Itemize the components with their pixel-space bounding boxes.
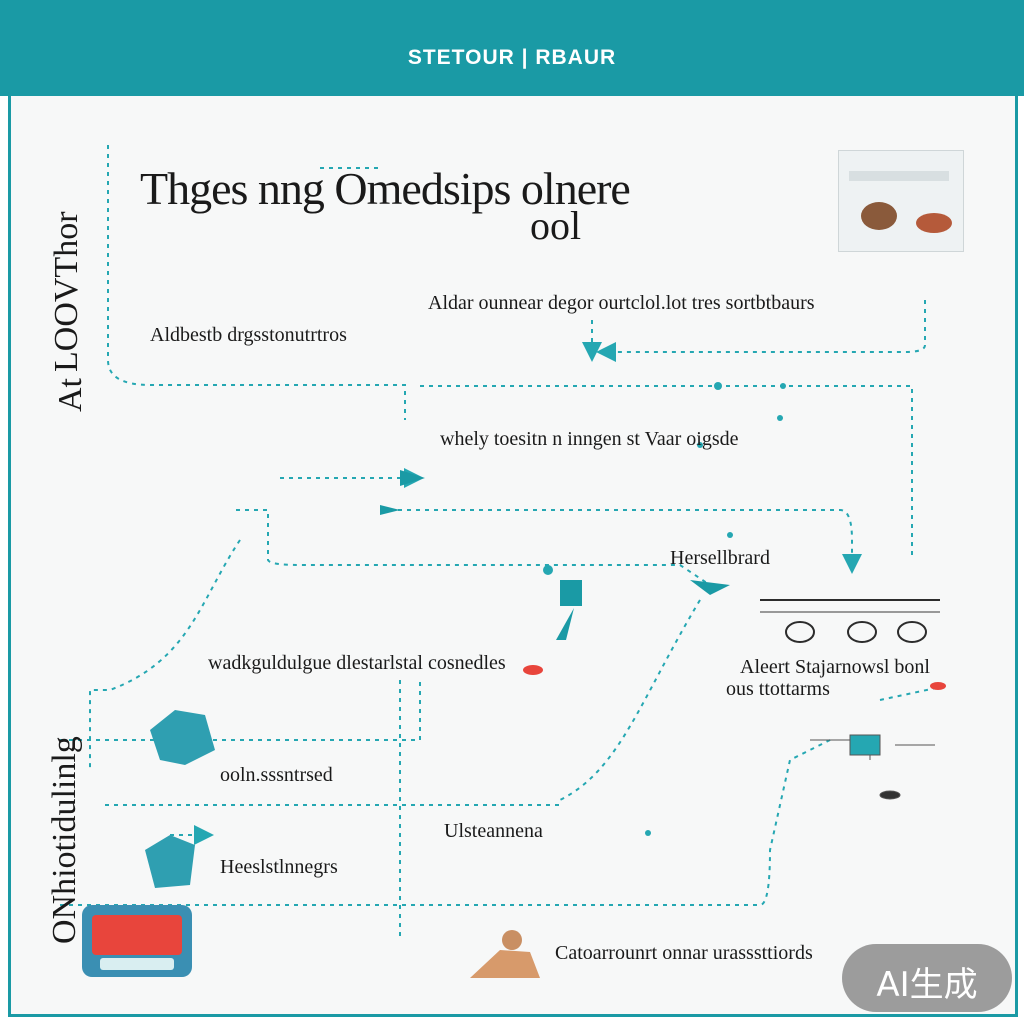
- food-icon: [849, 171, 952, 233]
- connector-hub-loop: [236, 509, 711, 586]
- arrow-head-hub: [690, 580, 730, 595]
- node-arrow: [556, 608, 574, 640]
- arrow-head-flow: [380, 505, 400, 515]
- ai-generated-badge: AI生成: [842, 944, 1012, 1012]
- device-illustration: [82, 905, 192, 977]
- label-middle-row: whely toesitn n inngen st Vaar oigsde: [440, 428, 739, 450]
- diagram-headline-sub: ool: [530, 203, 582, 248]
- top-right-thumbnail: [838, 150, 964, 252]
- vertical-label-mid: At: [52, 378, 89, 412]
- header-title: STETOUR | RBAUR: [407, 46, 617, 69]
- person-illustration: [470, 930, 540, 978]
- accent-marker-2: [930, 682, 946, 690]
- vertical-label-bottom: ONhiotidulinlg: [46, 736, 83, 944]
- connector-nodes: [543, 382, 786, 836]
- label-lower-left-2: Heeslstlnnegrs: [220, 856, 338, 878]
- label-lower-left: ooln.sssntrsed: [220, 764, 333, 786]
- figure-icons: [145, 710, 215, 888]
- label-left-middle: wadkguldulgue dlestarlstal cosnedles: [208, 652, 506, 674]
- header-bar: STETOUR | RBAUR: [0, 0, 1024, 96]
- label-right-mid: Hersellbrard: [670, 547, 770, 569]
- arrow-head-mid: [400, 470, 425, 486]
- connector-bottom-row: [60, 739, 831, 906]
- connector-right-loop: [596, 300, 926, 362]
- connector-middle-row: [420, 385, 913, 560]
- accent-marker-1: [523, 665, 543, 675]
- diagram-headline: Thges nng Omedsips olnere: [140, 163, 631, 214]
- loops-illustration: [760, 599, 940, 643]
- node-block: [560, 580, 582, 606]
- ai-generated-badge-label: AI生成: [876, 965, 978, 1005]
- connector-left-curve: [89, 539, 241, 770]
- label-top-right: Aldar ounnear degor ourtclol.lot tres so…: [428, 292, 815, 314]
- label-bottom: Catoarrounrt onnar urasssttiords: [555, 942, 813, 964]
- label-left-upper: Aldbestb drgsstonutrtros: [150, 324, 347, 346]
- vertical-label-top: LOOVThor: [48, 211, 85, 372]
- label-right-lower-2: ous ttottarms: [726, 678, 830, 700]
- connector-diagonal: [559, 599, 701, 801]
- label-right-lower-1: Aleert Stajarnowsl bonl: [740, 656, 930, 678]
- label-lower-center: Ulsteannena: [444, 820, 543, 842]
- connector-flow-row: [380, 509, 862, 574]
- right-equipment-sketch: [810, 734, 935, 800]
- connector-right-bottom: [879, 684, 951, 701]
